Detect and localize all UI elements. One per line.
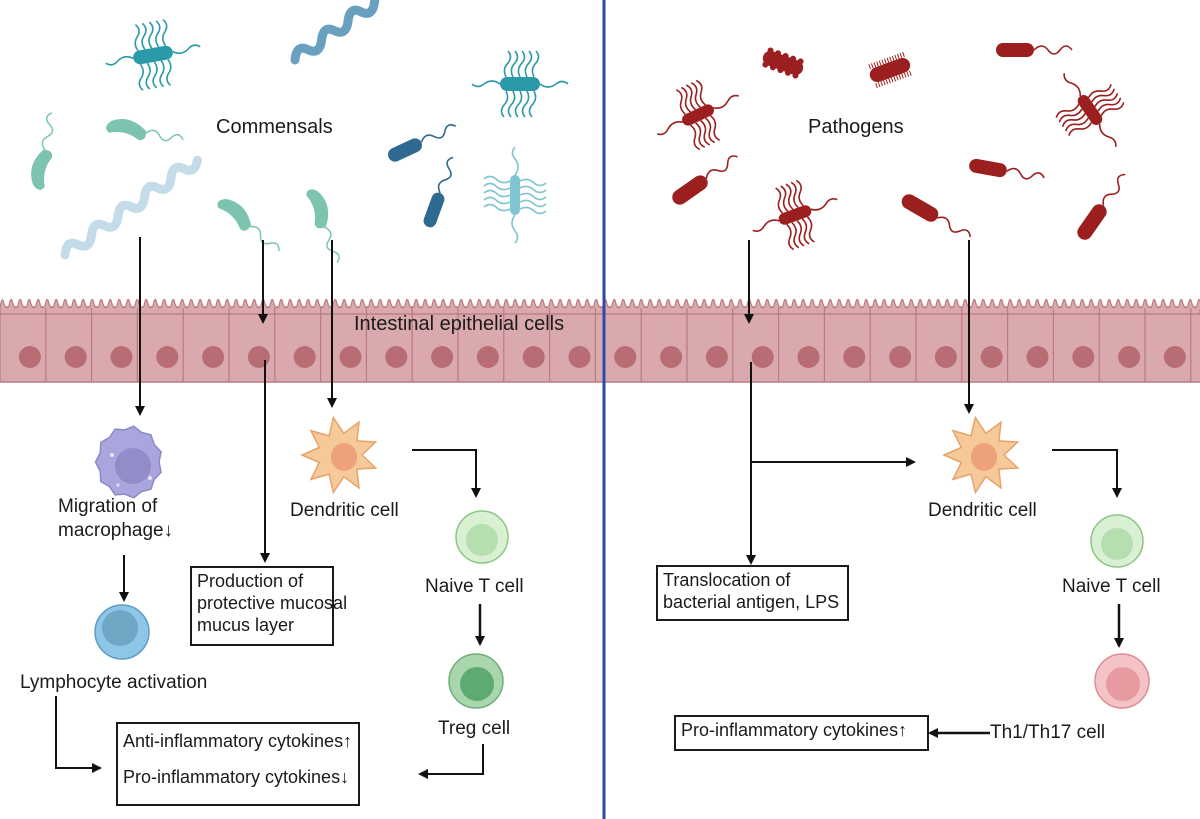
cell-nucleus [293, 346, 316, 368]
commensals-heading: Commensals [216, 116, 333, 138]
up-trend-icon: ↑ [343, 731, 353, 751]
down-trend-icon: ↓ [163, 520, 174, 541]
cell-nucleus [1163, 346, 1186, 368]
cell-nucleus [156, 346, 179, 368]
mucus-production-box: Production of protective mucosal mucus l… [190, 566, 348, 646]
translocation-box: Translocation of bacterial antigen, LPS [656, 565, 849, 621]
epithelium-label: Intestinal epithelial cells [354, 313, 565, 335]
commensal-peritrichous-bacterium [483, 146, 547, 244]
dendritic-cell-right-icon [942, 415, 1020, 495]
epithelium-band [0, 306, 1200, 382]
cell-nucleus [1026, 346, 1049, 368]
cell-nucleus [614, 346, 637, 368]
cell-nucleus [980, 346, 1003, 368]
mucus-box-line3: mucus layer [197, 615, 295, 635]
down-trend-icon: ↓ [340, 767, 350, 787]
treg-cell-icon [448, 653, 504, 709]
cell-nucleus [843, 346, 866, 368]
cell-nucleus [247, 346, 270, 368]
arrow-dendritic-to-naive-t-right [1052, 449, 1122, 498]
pathogen-flagellated-bacterium [901, 194, 972, 238]
th1-th17-cell-icon [1094, 653, 1150, 709]
translocation-box-line1: Translocation of [663, 570, 791, 590]
dendritic-label-left: Dendritic cell [290, 500, 399, 521]
dendritic-label-right: Dendritic cell [928, 500, 1037, 521]
arrow-dendritic-to-naive-t [412, 449, 481, 498]
pathogen-piliated-bacterium [868, 51, 912, 89]
lymphocyte-cell-icon [94, 604, 150, 660]
commensal-vibrio-bacterium [306, 189, 340, 264]
pro-inflammatory-row-right: Pro-inflammatory cytokines↑ [681, 719, 922, 741]
cell-nucleus [797, 346, 820, 368]
commensal-spirochete-bacterium [60, 155, 202, 260]
cell-nucleus [522, 346, 545, 368]
macrophage-label-line2: macrophage↓ [58, 520, 173, 542]
cell-nucleus [1072, 346, 1095, 368]
commensal-peritrichous-bacterium [471, 50, 569, 118]
naive-t-label-left: Naive T cell [425, 576, 524, 597]
pathogen-flagellated-bacterium [996, 43, 1073, 57]
lymphocyte-label: Lymphocyte activation [20, 672, 208, 693]
microvilli [0, 298, 1200, 315]
commensal-flagellated-bacterium [423, 156, 454, 228]
anti-inflammatory-label: Anti-inflammatory cytokines [123, 731, 344, 751]
macrophage-cell-icon [94, 425, 162, 499]
arrow-treg-to-cytokines [418, 744, 484, 779]
cell-nucleus [705, 346, 728, 368]
pathogen-flagellated-bacterium [1077, 173, 1126, 240]
anti-inflammatory-row: Anti-inflammatory cytokines↑ [123, 730, 353, 752]
th-cell-label: Th1/Th17 cell [990, 722, 1106, 743]
commensal-spirochete-bacterium [290, 0, 432, 65]
commensal-vibrio-bacterium [217, 198, 280, 252]
macrophage-label-text: macrophage [58, 520, 164, 541]
up-trend-icon: ↑ [898, 720, 908, 740]
cell-nucleus [18, 346, 41, 368]
cell-nucleus [64, 346, 87, 368]
cell-nucleus [568, 346, 591, 368]
cell-nucleus [339, 346, 362, 368]
commensal-peritrichous-bacterium [105, 19, 201, 91]
intestinal-epithelium [0, 298, 1200, 383]
cell-nucleus [934, 346, 957, 368]
cell-nucleus [202, 346, 225, 368]
cell-nucleus [110, 346, 133, 368]
cytokine-box-left: Anti-inflammatory cytokines↑ Pro-inflamm… [116, 722, 360, 806]
cytokine-box-right: Pro-inflammatory cytokines↑ [674, 715, 929, 751]
commensal-vibrio-bacterium [106, 119, 184, 142]
pathogen-flagellated-bacterium [969, 158, 1045, 180]
naive-t-cell-left-icon [455, 510, 509, 564]
commensal-vibrio-bacterium [31, 112, 54, 190]
arrow-lymphocyte-to-cytokines [55, 696, 102, 773]
commensal-bacteria-group [31, 0, 569, 264]
pathogen-peritrichous-bacterium [752, 179, 838, 251]
pathogen-peritrichous-bacterium [657, 79, 739, 151]
macrophage-label-line1: Migration of [58, 496, 158, 517]
commensal-flagellated-bacterium [388, 124, 457, 162]
naive-t-cell-right-icon [1090, 514, 1144, 568]
cell-nucleus [751, 346, 774, 368]
pathogen-bacteria-group [657, 43, 1126, 251]
cell-nucleus [889, 346, 912, 368]
pro-inflammatory-label-right: Pro-inflammatory cytokines [681, 720, 899, 740]
pathogen-peritrichous-bacterium [1055, 73, 1125, 147]
mucus-box-line2: protective mucosal [197, 593, 348, 613]
dendritic-cell-left-icon [300, 415, 378, 495]
cell-nucleus [660, 346, 683, 368]
pro-inflammatory-label-left: Pro-inflammatory cytokines [123, 767, 341, 787]
mucus-box-line1: Production of [197, 571, 304, 591]
cell-nucleus [476, 346, 499, 368]
cell-nucleus [431, 346, 454, 368]
cell-nucleus [1118, 346, 1141, 368]
naive-t-label-right: Naive T cell [1062, 576, 1161, 597]
pro-inflammatory-row-left: Pro-inflammatory cytokines↓ [123, 766, 353, 788]
pathogen-fimbriated-bacterium [762, 47, 804, 79]
cell-nucleus [385, 346, 408, 368]
pathogens-heading: Pathogens [808, 116, 904, 138]
pathogen-flagellated-bacterium [672, 155, 738, 205]
translocation-box-line2: bacterial antigen, LPS [663, 592, 840, 612]
treg-label: Treg cell [438, 718, 511, 739]
